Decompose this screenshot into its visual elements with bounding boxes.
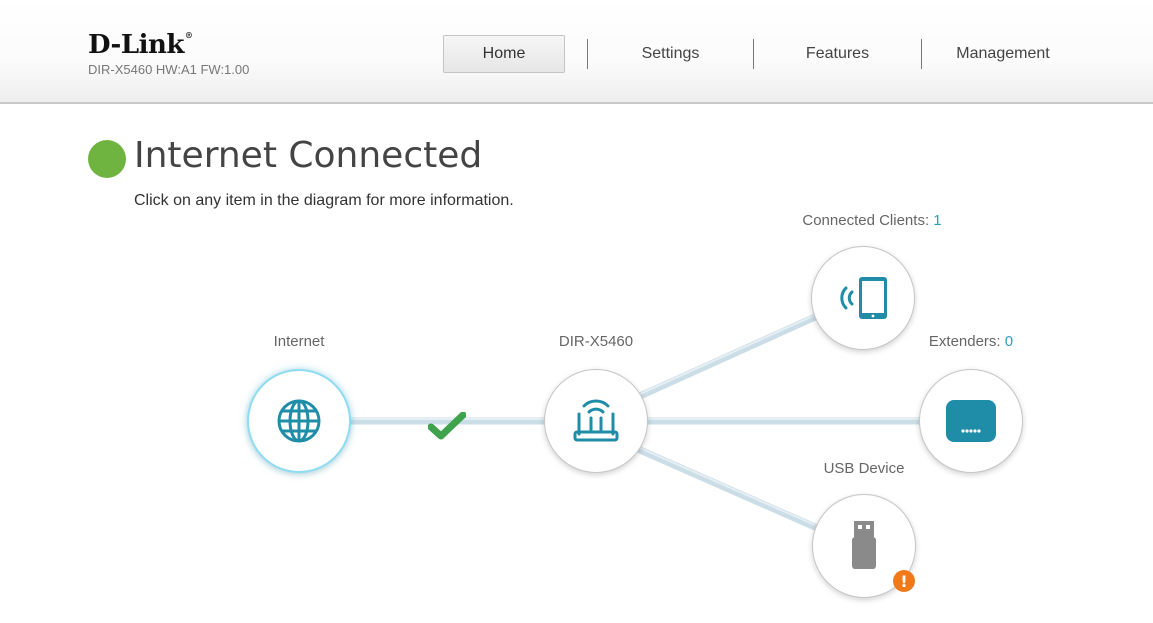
nav-management[interactable]: Management [956,45,1050,62]
model-info: DIR-X5460 HW:A1 FW:1.00 [88,62,250,77]
status-indicator-icon [88,140,126,178]
usb-drive-icon [852,521,876,569]
globe-icon [277,399,321,443]
nav-settings[interactable]: Settings [641,45,700,62]
nav-features[interactable]: Features [805,45,870,62]
nav-home[interactable]: Home [443,35,565,73]
link-router-usb [636,446,819,531]
page-subtitle: Click on any item in the diagram for mor… [134,192,514,209]
extenders-label: Extenders: 0 [928,333,1014,350]
extenders-count: 0 [1004,333,1014,350]
dlink-logo: D-Link® [88,30,193,60]
internet-node[interactable] [247,369,351,473]
clients-label: Connected Clients: 1 [802,212,942,229]
link-router-clients [636,313,819,400]
clients-count: 1 [933,212,942,229]
extender-icon [946,400,996,442]
top-header: D-Link® DIR-X5460 HW:A1 FW:1.00 Home Set… [0,0,1153,104]
nav-separator [587,39,588,69]
nav-separator [753,39,754,69]
extenders-node[interactable] [919,369,1023,473]
usb-label: USB Device [823,460,905,477]
nav-separator [921,39,922,69]
main-nav: Home Settings Features Management [443,34,1084,74]
usb-alert-icon[interactable]: ! [893,570,915,592]
router-node[interactable] [544,369,648,473]
internet-label: Internet [273,333,325,350]
router-label: DIR-X5460 [558,333,634,350]
connected-clients-node[interactable] [811,246,915,350]
router-icon [573,399,619,442]
connected-check-icon [427,411,467,445]
tablet-wifi-icon [840,277,887,319]
page-title: Internet Connected [134,135,483,176]
